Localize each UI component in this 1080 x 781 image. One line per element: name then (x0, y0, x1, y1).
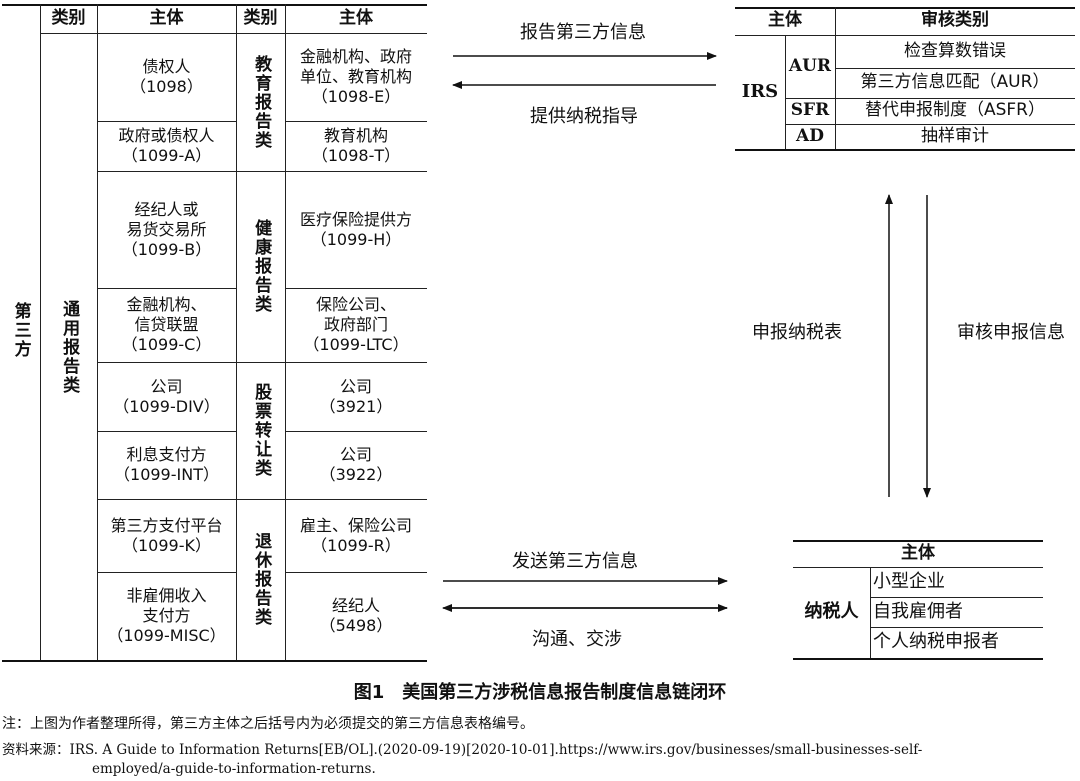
category-item: 公司 （3921） (319, 376, 393, 416)
taxpayer-item: 个人纳税申报者 (873, 631, 999, 653)
review-item: 替代申报制度（ASFR） (864, 100, 1045, 121)
header-subject-1: 主体 (149, 7, 184, 28)
category-stock-transfer: 股票转让类 (251, 383, 272, 478)
irs-header-subject: 主体 (768, 10, 802, 31)
label-tax-guidance: 提供纳税指导 (530, 106, 638, 127)
review-item: 第三方信息匹配（AUR） (860, 72, 1050, 93)
label-review-return: 审核申报信息 (957, 322, 1065, 343)
subject-cell: 利息支付方 （1099-INT） (114, 445, 219, 484)
subject-cell: 金融机构、 信贷联盟 （1099-C） (121, 295, 212, 354)
review-item: 检查算数错误 (904, 40, 1006, 61)
ad-code: AD (796, 125, 824, 146)
category-item: 公司 （3922） (319, 445, 393, 484)
subject-cell: 债权人 （1098） (130, 57, 203, 96)
category-item: 教育机构 （1098-T） (311, 126, 401, 165)
subject-cell: 公司 （1099-DIV） (113, 376, 220, 416)
taxpayer-header: 主体 (901, 542, 935, 563)
source-line-2: employed/a-guide-to-information-returns. (92, 761, 376, 777)
aur-code: AUR (788, 55, 832, 76)
review-item: 抽样审计 (921, 125, 989, 146)
subject-cell: 经纪人或 易货交易所 （1099-B） (121, 199, 212, 259)
general-reporting-category: 通用报告类 (59, 300, 80, 395)
subject-cell: 政府或债权人 （1099-A） (118, 126, 215, 165)
category-retirement: 退休报告类 (251, 532, 272, 627)
header-subject-2: 主体 (339, 7, 373, 28)
irs-header-type: 审核类别 (921, 10, 989, 31)
taxpayer-item: 小型企业 (873, 570, 945, 592)
taxpayer-item: 自我雇佣者 (873, 600, 963, 622)
header-category-1: 类别 (51, 7, 86, 28)
figure-caption: 图1 美国第三方涉税信息报告制度信息链闭环 (353, 682, 727, 703)
taxpayer-entity: 纳税人 (804, 601, 859, 623)
third-party-label: 第三方 (10, 301, 31, 359)
source-line-1: 资料来源：IRS. A Guide to Information Returns… (2, 742, 923, 758)
category-health: 健康报告类 (251, 219, 272, 314)
subject-cell: 第三方支付平台 （1099-K） (110, 515, 223, 555)
sfr-code: SFR (790, 100, 830, 121)
header-category-2: 类别 (243, 7, 278, 28)
subject-cell: 非雇佣收入 支付方 （1099-MISC） (107, 586, 226, 645)
label-report-third-party: 报告第三方信息 (520, 22, 646, 43)
category-item: 经纪人 （5498） (319, 596, 393, 635)
label-communicate: 沟通、交涉 (532, 629, 622, 650)
label-send-third-party: 发送第三方信息 (512, 551, 638, 572)
category-item: 雇主、保险公司 （1099-R） (299, 515, 412, 555)
category-item: 金融机构、政府 单位、教育机构 （1098-E） (299, 47, 412, 106)
category-education: 教育报告类 (251, 54, 272, 150)
figure-note: 注：上图为作者整理所得，第三方主体之后括号内为必须提交的第三方信息表格编号。 (2, 716, 534, 732)
category-item: 保险公司、 政府部门 （1099-LTC） (303, 295, 409, 354)
category-item: 医疗保险提供方 （1099-H） (299, 209, 412, 249)
irs-entity: IRS (741, 80, 779, 102)
label-file-return: 申报纳税表 (752, 322, 842, 343)
